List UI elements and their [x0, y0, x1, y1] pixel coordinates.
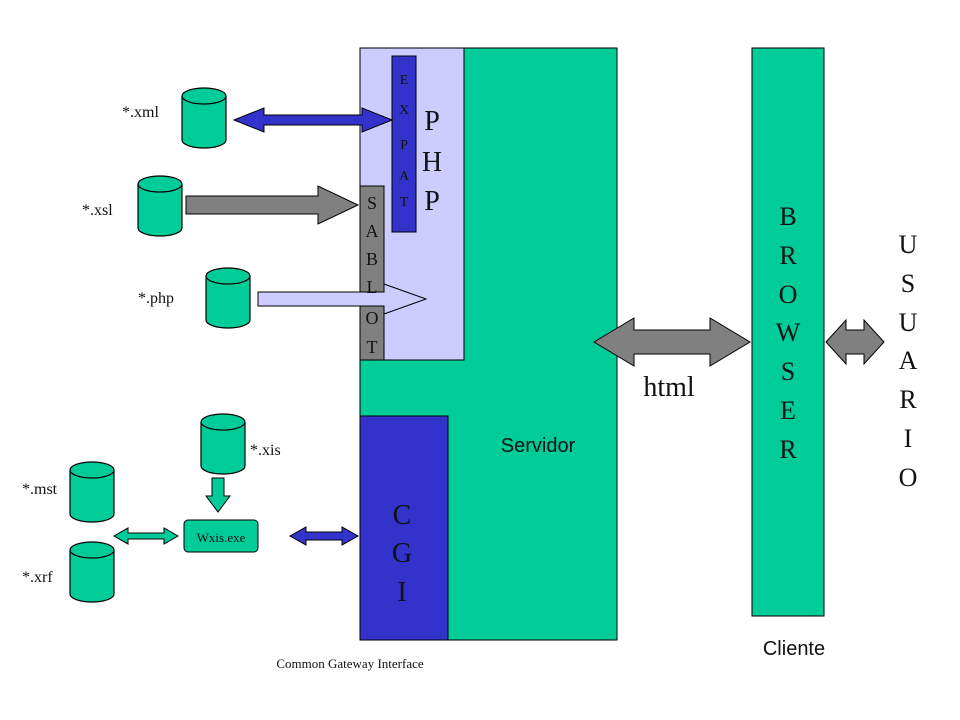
sablot-letter: B: [366, 249, 378, 269]
php-letter: P: [424, 186, 440, 217]
php-letter: H: [422, 147, 442, 178]
browser-letter: W: [776, 318, 801, 347]
expat-box: [391, 55, 417, 233]
browser-letter: B: [779, 202, 796, 231]
browser-letter: E: [780, 396, 796, 425]
xis-wxis-arrow: [205, 477, 231, 513]
cgi-caption: Common Gateway Interface: [276, 656, 424, 671]
expat-letter: P: [400, 138, 408, 153]
mst-cylinder: [69, 461, 115, 523]
user-label: U S U A R I O: [899, 230, 918, 492]
browser-user-arrow: [825, 318, 885, 366]
browser-letter: R: [779, 241, 797, 270]
sablot-letter: O: [366, 308, 379, 328]
browser-letter: O: [779, 280, 798, 309]
server-browser-arrow: [593, 317, 751, 367]
xml-label: *.xml: [122, 104, 159, 121]
cgi-letter: C: [393, 500, 412, 531]
user-letter: A: [899, 346, 918, 375]
xml-cylinder: [181, 87, 227, 149]
php-label: P H P: [422, 106, 442, 217]
expat-letter: E: [400, 73, 409, 88]
cgi-label: C G I: [392, 500, 412, 608]
xml-expat-arrow: [232, 107, 394, 133]
cgi-letter: I: [397, 577, 406, 608]
xrf-label: *.xrf: [22, 569, 53, 586]
sablot-letter: L: [367, 277, 378, 297]
server-label: Servidor: [501, 435, 576, 457]
browser-letter: S: [781, 357, 795, 386]
client-label: Cliente: [763, 638, 825, 660]
mst-label: *.mst: [22, 481, 58, 498]
wxis-box: [183, 519, 259, 553]
browser-label: B R O W S E R: [776, 202, 801, 464]
php-letter: P: [424, 106, 440, 137]
sablot-label: S A B L O T: [366, 193, 379, 357]
sablot-letter: A: [366, 221, 379, 241]
xrf-cylinder: [69, 541, 115, 603]
cgi-box: [359, 415, 449, 641]
user-letter: R: [899, 385, 917, 414]
sablot-letter: S: [367, 193, 377, 213]
wxis-label: Wxis.exe: [197, 530, 246, 545]
php-cylinder: [205, 267, 251, 329]
user-letter: I: [904, 424, 913, 453]
xsl-label: *.xsl: [82, 202, 113, 219]
html-label: html: [643, 372, 695, 403]
php-file-label: *.php: [138, 290, 174, 307]
expat-letter: T: [400, 195, 409, 210]
user-letter: S: [901, 269, 915, 298]
expat-letter: X: [399, 103, 409, 118]
user-letter: U: [899, 308, 918, 337]
xsl-cylinder: [137, 175, 183, 237]
user-letter: O: [899, 463, 918, 492]
browser-box: [751, 47, 825, 617]
xis-cylinder: [200, 413, 246, 475]
wxis-cgi-arrow: [288, 526, 360, 546]
user-letter: U: [899, 230, 918, 259]
php-php-arrow: [257, 283, 428, 315]
browser-letter: R: [779, 435, 797, 464]
expat-letter: A: [399, 169, 410, 184]
xsl-sablot-arrow: [185, 185, 360, 225]
cgi-letter: G: [392, 538, 412, 569]
expat-label: E X P A T: [399, 73, 410, 210]
sablot-box: [359, 185, 385, 361]
db-wxis-arrow: [112, 527, 180, 545]
xis-label: *.xis: [250, 442, 281, 459]
sablot-letter: T: [367, 337, 378, 357]
